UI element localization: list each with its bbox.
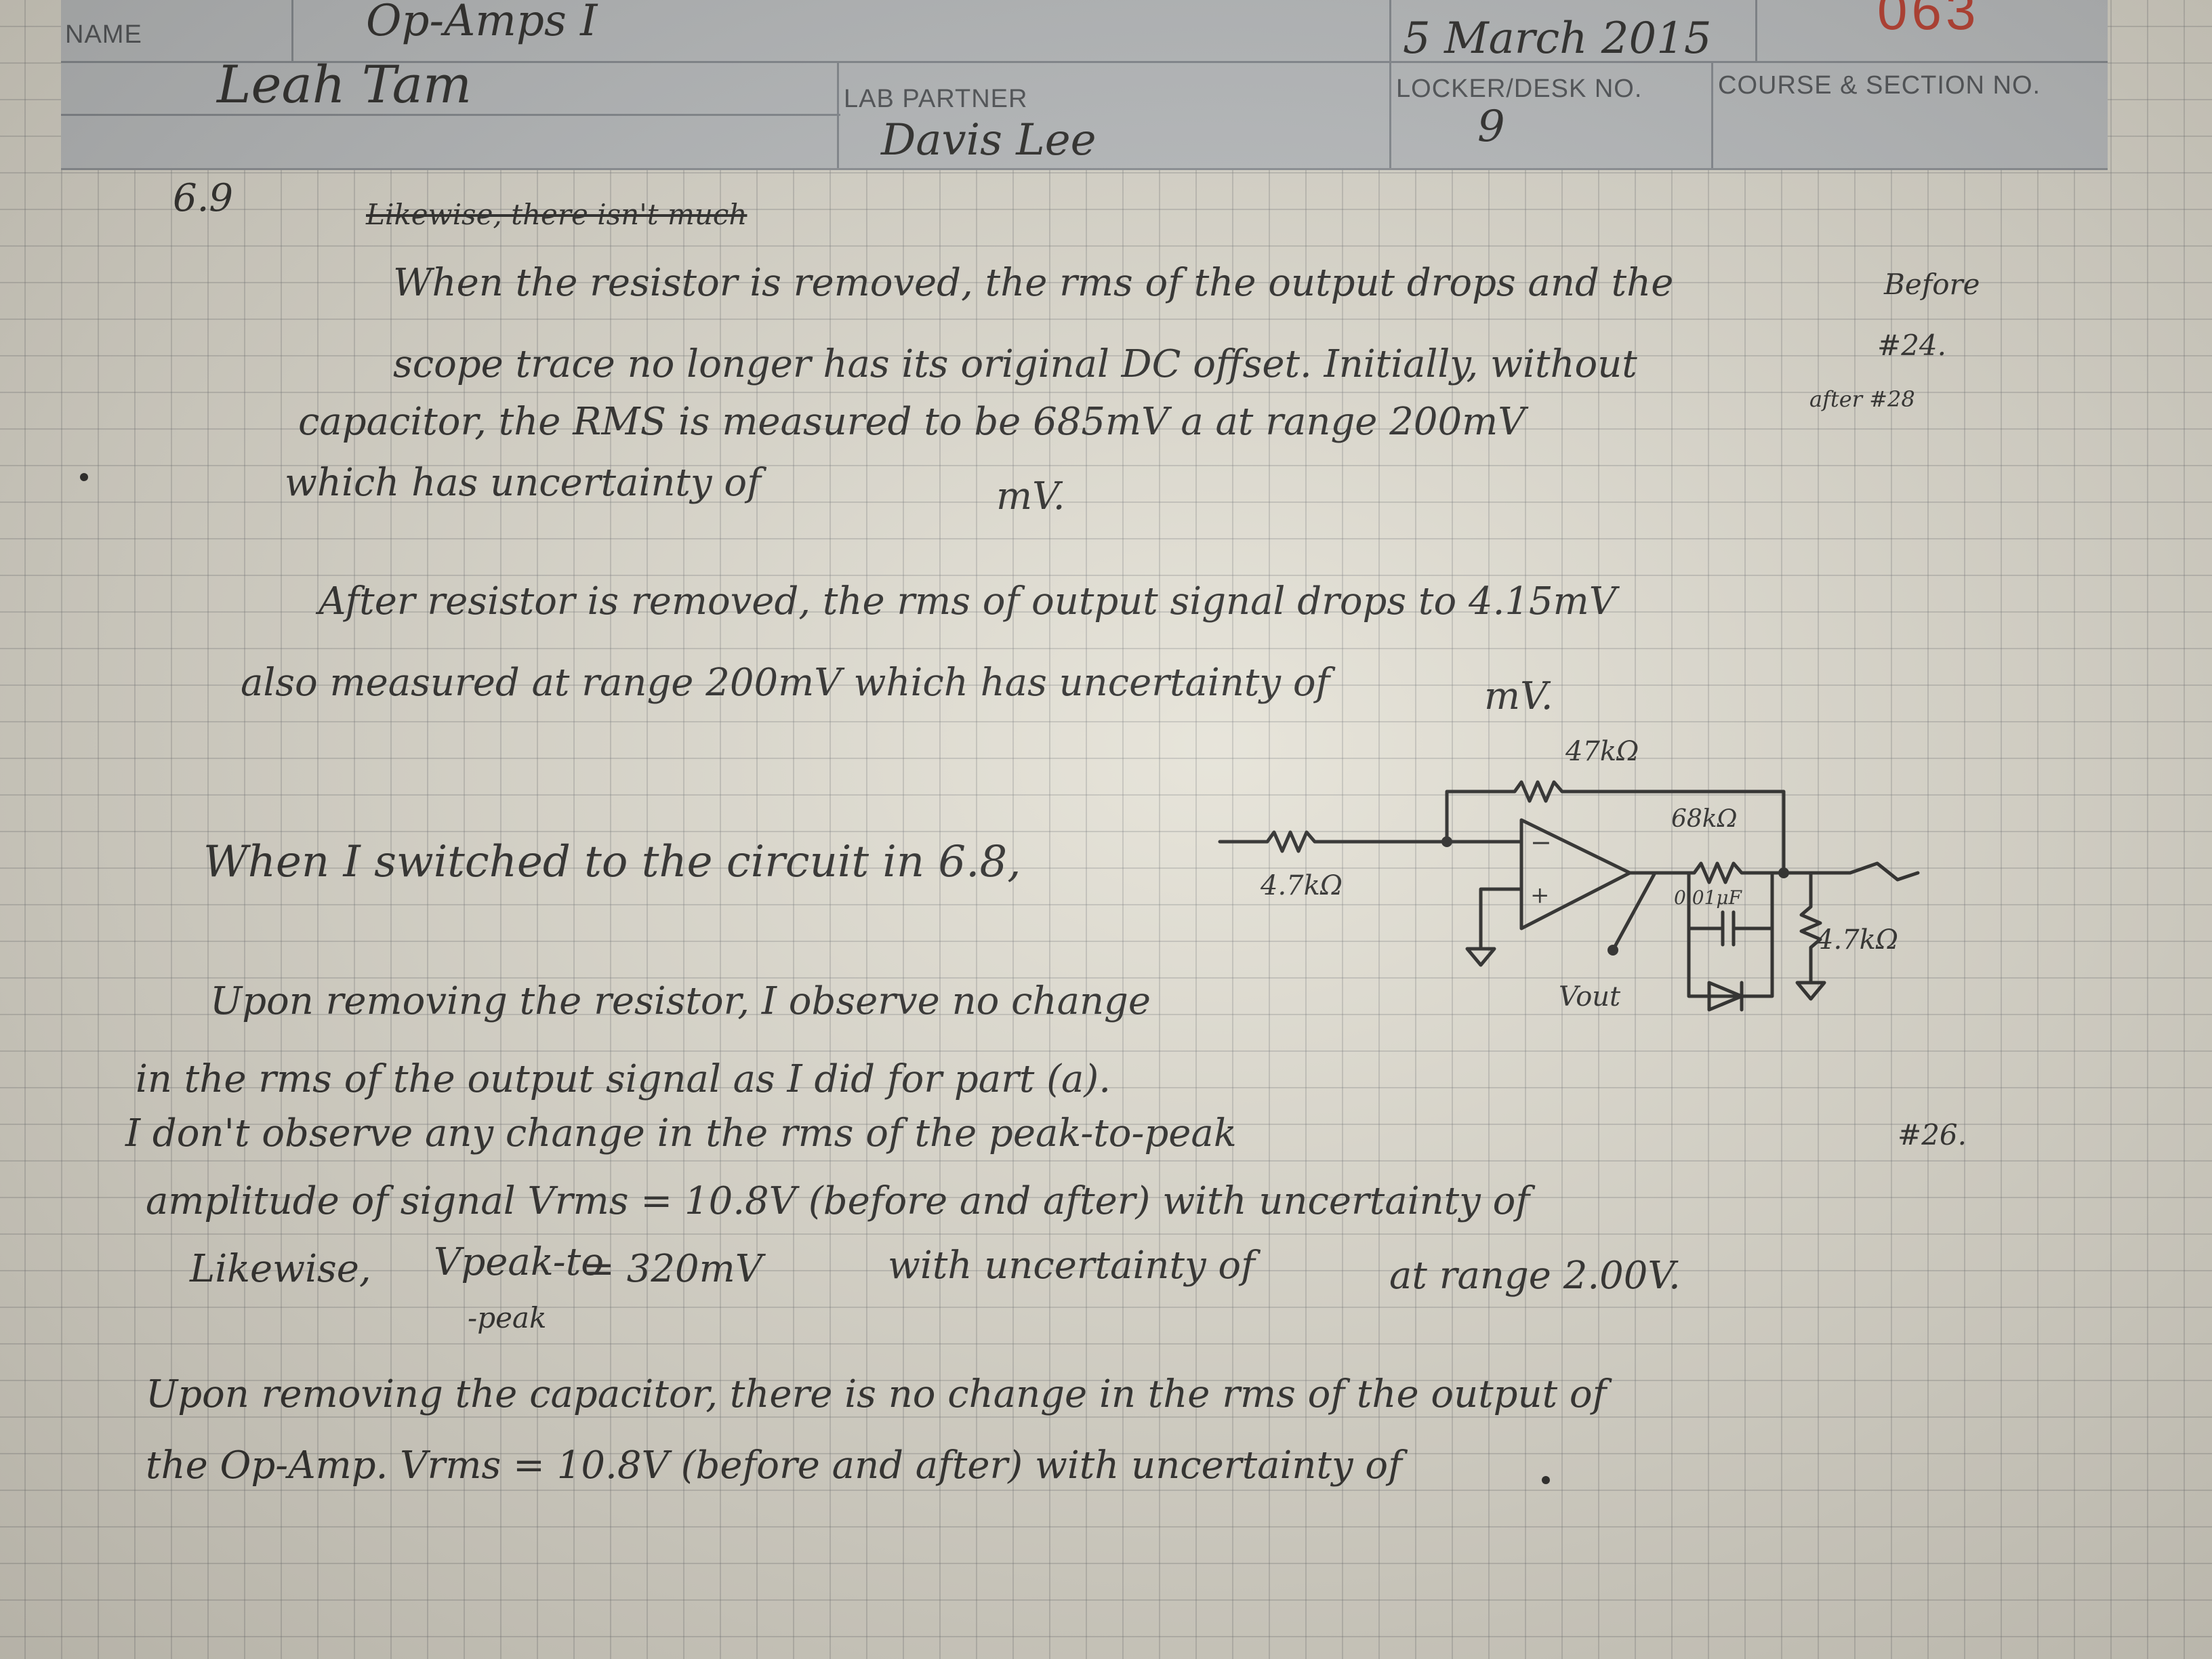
vout-dot bbox=[1607, 945, 1618, 956]
label-capacitor: 0.01μF bbox=[1674, 886, 1743, 909]
note-line-3: capacitor, the RMS is measured to be 685… bbox=[298, 400, 1525, 444]
locker-label: LOCKER/DESK NO. bbox=[1396, 75, 1643, 103]
name-label: NAME bbox=[65, 20, 142, 49]
header-band bbox=[61, 0, 2108, 170]
label-r-input: 4.7kΩ bbox=[1260, 870, 1343, 901]
note-line-1: When the resistor is removed, the rms of… bbox=[393, 261, 1674, 305]
note-line-12c: -peak bbox=[468, 1301, 547, 1334]
ground-noninv bbox=[1465, 887, 1523, 967]
margin-after: after #28 bbox=[1809, 386, 1915, 412]
note-line-6a: also measured at range 200mV which has u… bbox=[241, 661, 1330, 705]
header-divider bbox=[1755, 0, 1757, 61]
series-resistor bbox=[1645, 861, 1786, 884]
junction-dot bbox=[1441, 836, 1452, 847]
output-terminal bbox=[1782, 861, 1920, 882]
feedback-wire bbox=[1445, 780, 1786, 853]
margin-before: Before bbox=[1884, 268, 1980, 301]
locker-value: 9 bbox=[1477, 102, 1505, 152]
note-line-12f: at range 2.00V. bbox=[1389, 1254, 1681, 1298]
load-resistor bbox=[1795, 871, 1826, 1001]
label-r-feedback: 47kΩ bbox=[1565, 736, 1639, 767]
end-dot bbox=[1542, 1476, 1550, 1484]
struck-text: Likewise, there isn't much bbox=[366, 198, 747, 231]
feedback-loop bbox=[1687, 871, 1774, 998]
note-line-5: After resistor is removed, the rms of ou… bbox=[319, 579, 1617, 623]
diode-symbol bbox=[1707, 981, 1744, 1012]
label-r-load: 4.7kΩ bbox=[1816, 924, 1898, 956]
label-plus: + bbox=[1530, 882, 1550, 909]
label-vout: Vout bbox=[1559, 981, 1621, 1012]
header-divider bbox=[61, 61, 2108, 63]
output-wire bbox=[1611, 871, 1657, 952]
op-amp-triangle bbox=[1519, 818, 1632, 930]
note-line-4a: which has uncertainty of bbox=[285, 461, 761, 505]
note-line-9: in the rms of the output signal as I did… bbox=[136, 1057, 1111, 1101]
note-line-12d: = 320mV bbox=[583, 1247, 763, 1291]
header-divider bbox=[61, 114, 840, 116]
op-amp-circuit-diagram: 47kΩ 4.7kΩ 68kΩ 0.01μF 4.7kΩ Vout − + bbox=[1218, 736, 1920, 1012]
date-value: 5 March 2015 bbox=[1403, 14, 1712, 64]
margin-ref-26: #26. bbox=[1898, 1118, 1967, 1151]
page-number: 063 bbox=[1877, 0, 1980, 41]
note-line-8: Upon removing the resistor, I observe no… bbox=[210, 979, 1151, 1023]
note-line-7: When I switched to the circuit in 6.8, bbox=[203, 837, 1021, 887]
note-line-2: scope trace no longer has its original D… bbox=[393, 342, 1637, 386]
note-line-10: I don't observe any change in the rms of… bbox=[125, 1111, 1237, 1155]
note-line-12b: Vpeak-to bbox=[434, 1240, 604, 1284]
label-minus: − bbox=[1530, 827, 1552, 857]
lab-partner-value: Davis Lee bbox=[881, 115, 1097, 165]
note-line-14: the Op-Amp. Vrms = 10.8V (before and aft… bbox=[146, 1443, 1402, 1488]
header-divider bbox=[1389, 0, 1391, 61]
junction-dot bbox=[1778, 867, 1789, 878]
header-divider bbox=[1389, 61, 1391, 168]
header-divider bbox=[837, 61, 839, 168]
note-line-13: Upon removing the capacitor, there is no… bbox=[146, 1372, 1607, 1416]
course-label: COURSE & SECTION NO. bbox=[1718, 71, 2041, 100]
margin-ref-24: #24. bbox=[1877, 329, 1946, 362]
note-line-12a: Likewise, bbox=[190, 1247, 371, 1291]
label-r-series: 68kΩ bbox=[1671, 805, 1737, 833]
section-number: 6.9 bbox=[173, 176, 234, 220]
lab-partner-label: LAB PARTNER bbox=[844, 85, 1028, 113]
note-line-6b: mV. bbox=[1484, 674, 1553, 718]
input-wire bbox=[1218, 830, 1449, 853]
header-divider bbox=[1711, 61, 1713, 168]
note-line-4b: mV. bbox=[996, 474, 1065, 518]
name-value: Leah Tam bbox=[217, 54, 472, 115]
note-line-11: amplitude of signal Vrms = 10.8V (before… bbox=[146, 1179, 1530, 1223]
experiment-title: Op-Amps I bbox=[366, 0, 598, 46]
margin-dot bbox=[80, 473, 88, 481]
capacitor-symbol bbox=[1687, 910, 1774, 947]
note-line-12e: with uncertainty of bbox=[888, 1244, 1255, 1288]
header-divider bbox=[291, 0, 293, 61]
